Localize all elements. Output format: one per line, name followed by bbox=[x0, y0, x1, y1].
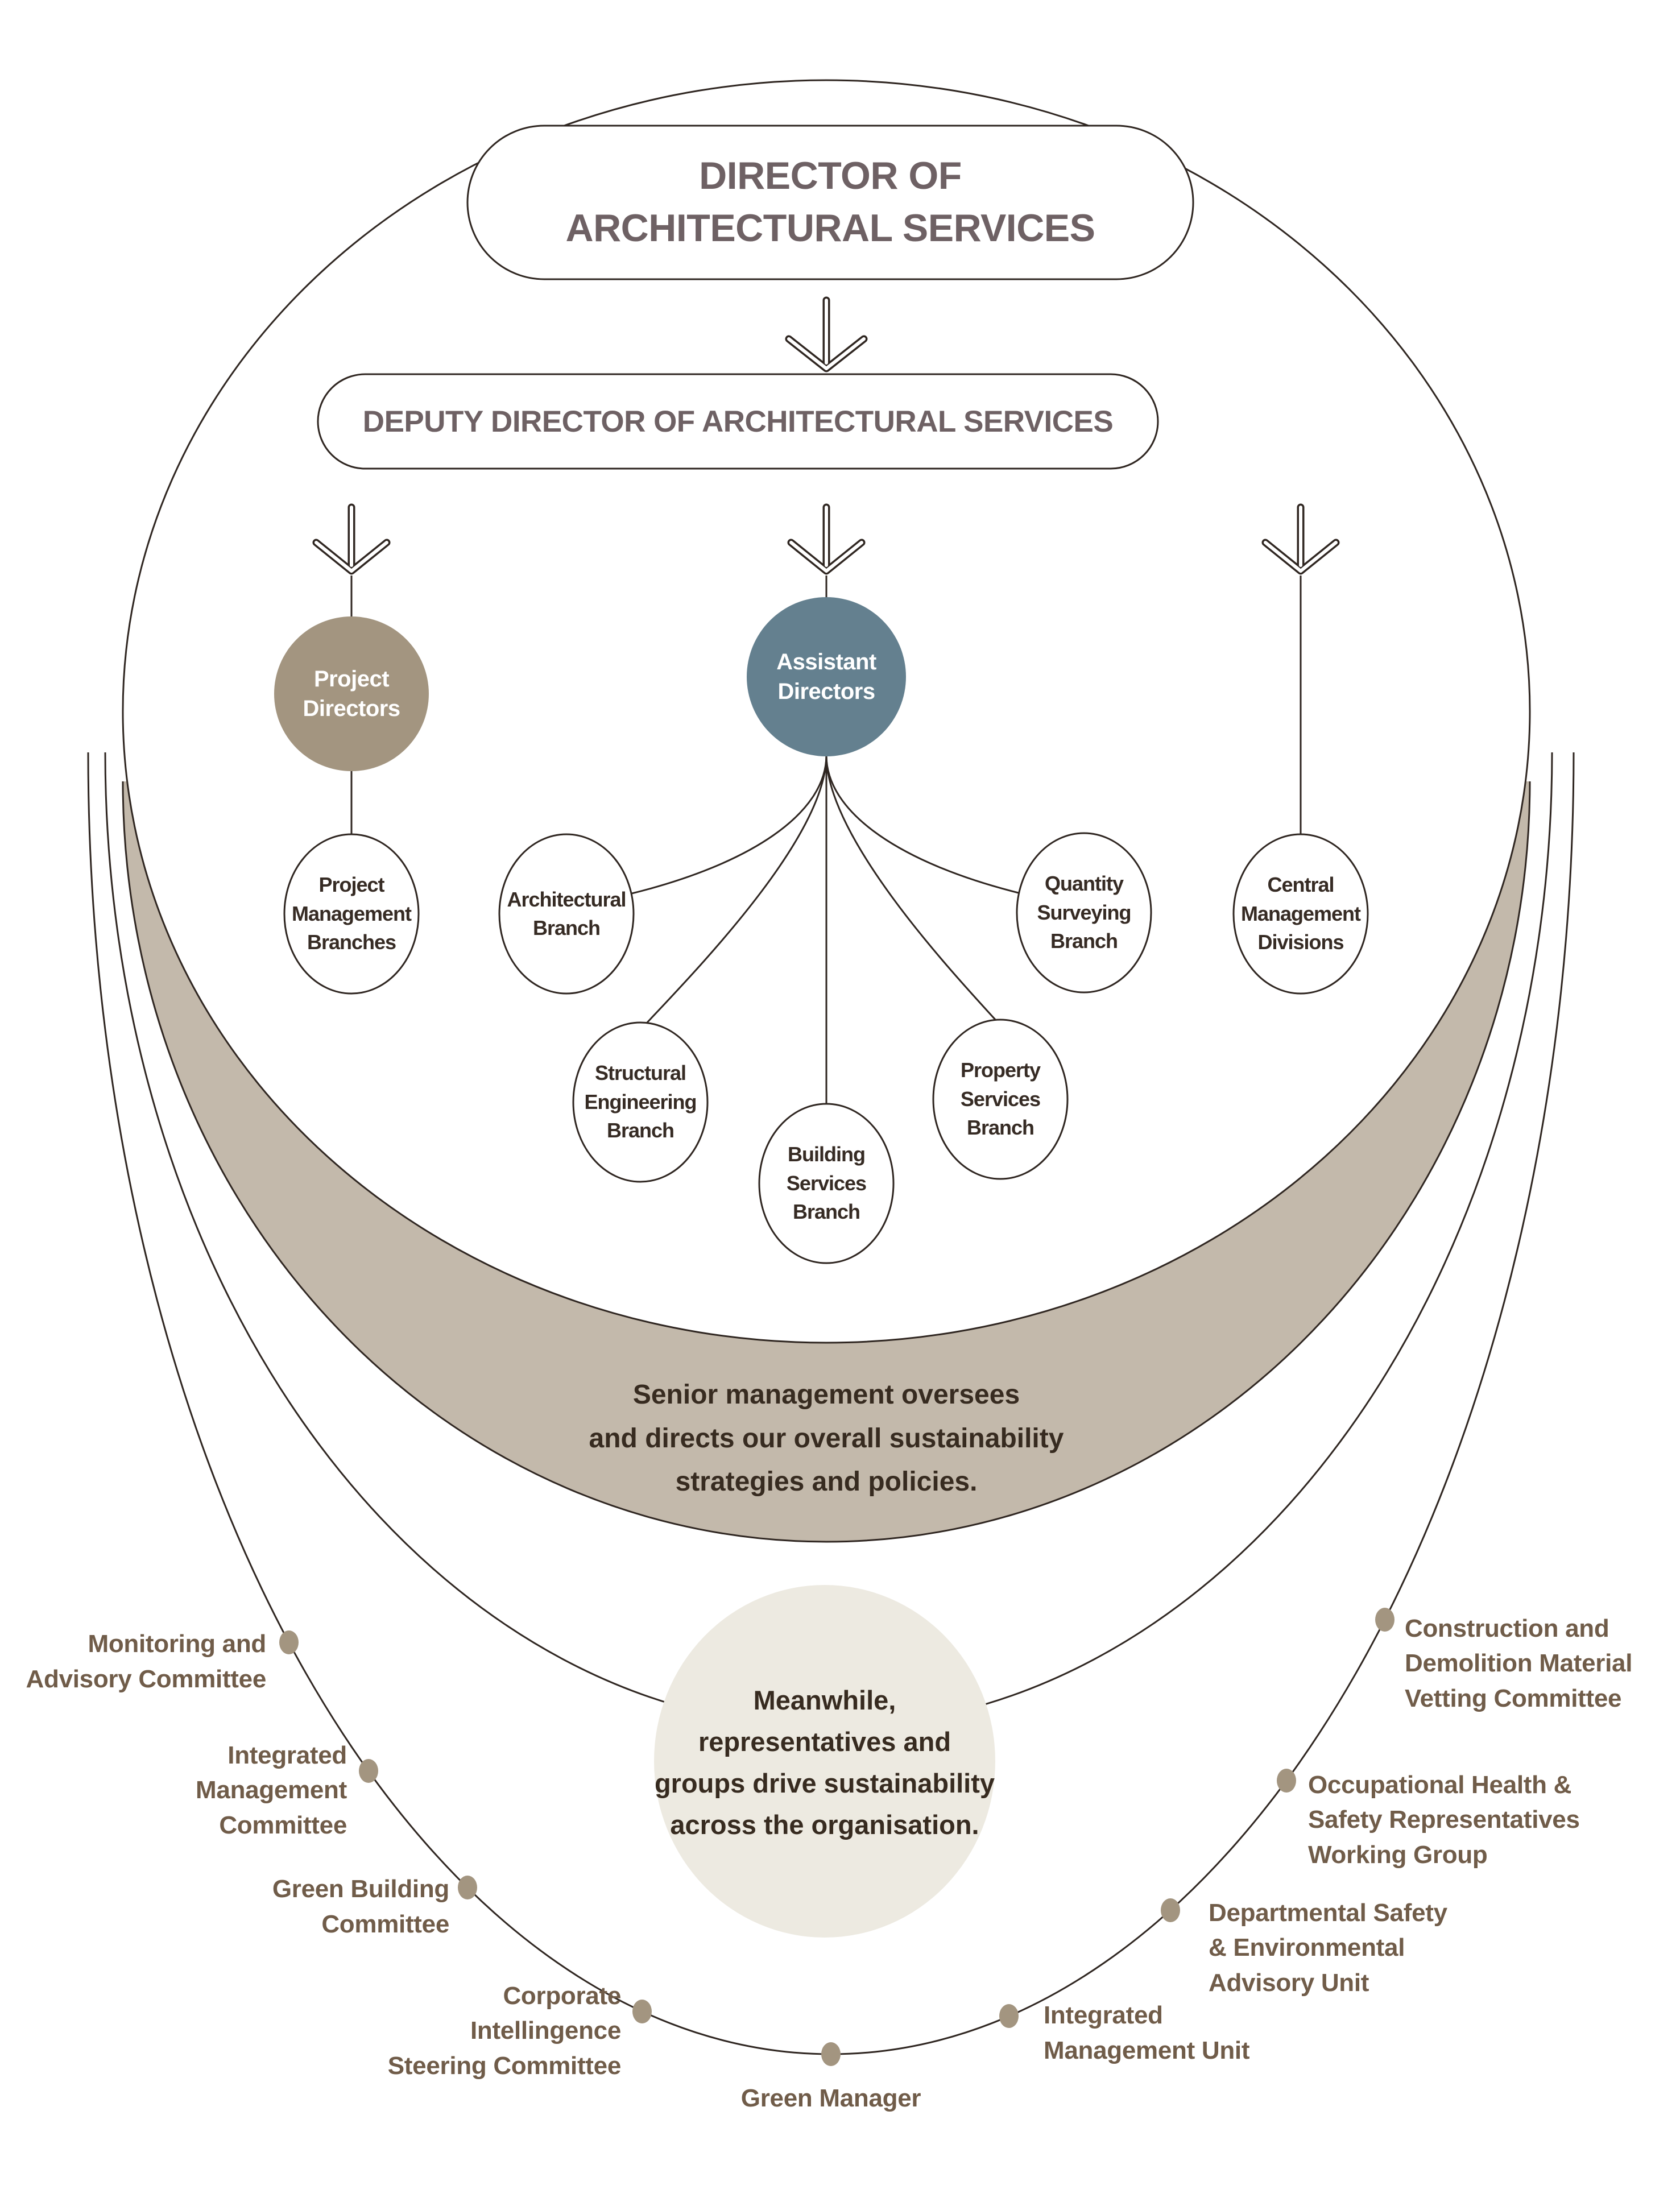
dot-green-manager bbox=[821, 2042, 841, 2066]
fan-line-structural bbox=[645, 755, 827, 1025]
dot-corporate-intelligence bbox=[632, 2000, 652, 2023]
branch-architectural bbox=[498, 833, 635, 995]
branch-property-services bbox=[932, 1019, 1069, 1180]
director-pill bbox=[466, 125, 1194, 280]
committee-dots bbox=[279, 1608, 1395, 2066]
branch-central-management bbox=[1232, 833, 1369, 995]
down-arrow-left bbox=[312, 503, 391, 575]
down-arrow-main bbox=[785, 296, 868, 372]
down-arrow-middle bbox=[787, 503, 866, 575]
branch-building-services bbox=[758, 1103, 895, 1264]
dot-integrated-management-unit bbox=[999, 2004, 1019, 2028]
dot-monitoring-advisory bbox=[279, 1630, 299, 1654]
representatives-circle bbox=[654, 1585, 995, 1938]
deputy-director-pill bbox=[317, 373, 1159, 470]
assistant-directors-circle bbox=[747, 597, 906, 756]
fan-line-quantity bbox=[825, 755, 1024, 895]
dot-integrated-management-committee bbox=[359, 1759, 378, 1783]
dot-occupational-health bbox=[1277, 1769, 1296, 1793]
branch-quantity-surveying bbox=[1016, 832, 1152, 994]
down-arrow-right bbox=[1261, 503, 1340, 575]
dot-construction-demolition bbox=[1375, 1608, 1395, 1632]
branch-structural bbox=[572, 1021, 709, 1183]
dot-green-building bbox=[458, 1876, 477, 1899]
connector-lines bbox=[350, 576, 1302, 1104]
dot-departmental-safety bbox=[1161, 1898, 1180, 1922]
project-directors-circle bbox=[274, 616, 429, 771]
fan-line-property bbox=[825, 755, 998, 1022]
branch-project-management bbox=[283, 833, 420, 995]
fan-line-architectural bbox=[629, 755, 827, 895]
